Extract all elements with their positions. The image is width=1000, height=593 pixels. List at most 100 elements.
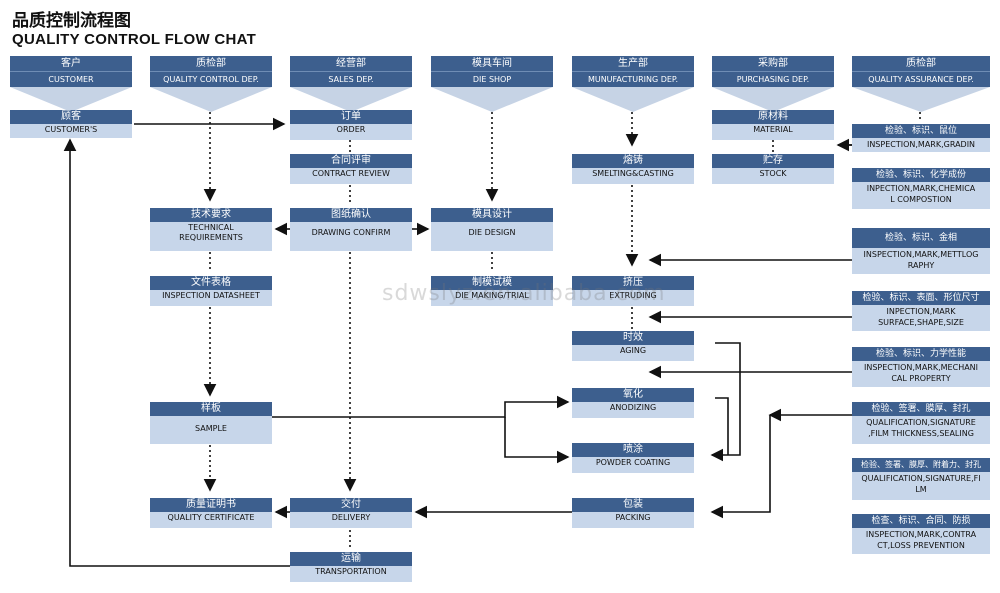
box-sample-en: SAMPLE xyxy=(195,424,227,433)
qa-check-metallography: 检验、标识、金相 INSPECTION,MARK,METTLOG RAPHY xyxy=(852,228,990,274)
header-qa-en: QUALITY ASSURANCE DEP. xyxy=(852,71,990,87)
box-quality-certificate: 质量证明书 QUALITY CERTIFICATE xyxy=(150,498,272,528)
box-inspection-datasheet: 文件表格 INSPECTION DATASHEET xyxy=(150,276,272,306)
qa-check-chemical-en: INPECTION,MARK,CHEMICA L COMPOSTION xyxy=(866,184,976,204)
header-sales-pointer xyxy=(290,87,412,112)
box-sample-cn: 样板 xyxy=(150,402,272,416)
qa-check-chemical-cn: 检验、标识、化学成份 xyxy=(852,168,990,182)
header-die-shop-cn: 模具车间 xyxy=(431,56,553,71)
qa-check-mechanical: 检验、标识、力学性能 INSPECTION,MARK,MECHANI CAL P… xyxy=(852,347,990,387)
qa-check-film-sealing-en: QUALIFICATION,SIGNATURE ,FILM THICKNESS,… xyxy=(866,418,976,438)
header-die-shop-pointer xyxy=(431,87,553,112)
box-extruding: 挤压 EXTRUDING xyxy=(572,276,694,306)
qa-check-grading: 检验、标识、鼠位 INSPECTION,MARK,GRADIN xyxy=(852,124,990,152)
box-material-cn: 原材料 xyxy=(712,110,834,124)
header-sales: 经营部 SALES DEP. xyxy=(290,56,412,112)
header-mfg-cn: 生产部 xyxy=(572,56,694,71)
qa-check-film-adhesion: 检验、签署、膜厚、附着力、封孔 QUALIFICATION,SIGNATURE,… xyxy=(852,458,990,500)
header-mfg-pointer xyxy=(572,87,694,112)
box-contract-en: CONTRACT REVIEW xyxy=(312,169,390,178)
header-qa-pointer xyxy=(852,87,990,112)
box-stock-cn: 贮存 xyxy=(712,154,834,168)
qa-check-metallography-en: INSPECTION,MARK,METTLOG RAPHY xyxy=(863,250,979,270)
header-qa-cn: 质检部 xyxy=(852,56,990,71)
qa-check-film-adhesion-cn: 检验、签署、膜厚、附着力、封孔 xyxy=(852,458,990,472)
header-purchasing-pointer xyxy=(712,87,834,112)
arrow-sample-to-finishing xyxy=(272,395,570,418)
box-die-design-en: DIE DESIGN xyxy=(468,228,516,237)
qa-check-surface-cn: 检验、标识、表面、形位尺寸 xyxy=(852,291,990,305)
box-delivery-en: DELIVERY xyxy=(331,513,371,522)
arrow-aging-to-packing xyxy=(710,342,741,462)
arrow-transport-to-customer xyxy=(63,138,290,567)
qa-check-surface: 检验、标识、表面、形位尺寸 INPECTION,MARK SURFACE,SHA… xyxy=(852,291,990,331)
arrow-qa-to-coating-branch xyxy=(710,415,771,519)
qa-check-chemical: 检验、标识、化学成份 INPECTION,MARK,CHEMICA L COMP… xyxy=(852,168,990,209)
qa-check-grading-en: INSPECTION,MARK,GRADIN xyxy=(866,140,976,149)
box-technical-cn: 技术要求 xyxy=(150,208,272,222)
box-die-design-cn: 模具设计 xyxy=(431,208,553,222)
box-technical-requirements: 技术要求 TECHNICAL REQUIREMENTS xyxy=(150,208,272,251)
header-sales-cn: 经营部 xyxy=(290,56,412,71)
qa-check-grading-cn: 检验、标识、鼠位 xyxy=(852,124,990,138)
header-manufacturing: 生产部 MUNUFACTURING DEP. xyxy=(572,56,694,112)
qa-check-loss-prevention-cn: 检查、标识、合同、防损 xyxy=(852,514,990,528)
box-customers-cn: 顾客 xyxy=(10,110,132,124)
header-customer-cn: 客户 xyxy=(10,56,132,71)
box-stock-en: STOCK xyxy=(759,169,787,178)
box-drawing-en: DRAWING CONFIRM xyxy=(311,228,391,237)
box-delivery: 交付 DELIVERY xyxy=(290,498,412,528)
header-customer-pointer xyxy=(10,87,132,112)
arrow-sample-to-coating xyxy=(504,417,570,464)
box-stock: 贮存 STOCK xyxy=(712,154,834,184)
box-contract-review: 合同评审 CONTRACT REVIEW xyxy=(290,154,412,184)
box-order-cn: 订单 xyxy=(290,110,412,124)
header-quality-control: 质检部 QUALITY CONTROL DEP. xyxy=(150,56,272,112)
header-purchasing-en: PURCHASING DEP. xyxy=(712,71,834,87)
box-certificate-cn: 质量证明书 xyxy=(150,498,272,512)
box-order: 订单 ORDER xyxy=(290,110,412,140)
box-smelting-casting: 熔铸 SMELTING&CASTING xyxy=(572,154,694,184)
box-aging-en: AGING xyxy=(619,346,647,355)
box-die-design: 模具设计 DIE DESIGN xyxy=(431,208,553,251)
qa-check-film-sealing: 检验、签署、膜厚、封孔 QUALIFICATION,SIGNATURE ,FIL… xyxy=(852,402,990,444)
box-powder-coating: 喷涂 POWDER COATING xyxy=(572,443,694,473)
box-extruding-en: EXTRUDING xyxy=(609,291,657,300)
arrow-anodizing-to-packing xyxy=(715,397,729,455)
box-transportation-en: TRANSPORTATION xyxy=(315,567,387,576)
qa-check-metallography-cn: 检验、标识、金相 xyxy=(852,228,990,248)
qa-check-loss-prevention: 检查、标识、合同、防损 INSPECTION,MARK,CONTRA CT,LO… xyxy=(852,514,990,554)
header-die-shop-en: DIE SHOP xyxy=(431,71,553,87)
header-die-shop: 模具车间 DIE SHOP xyxy=(431,56,553,112)
box-contract-cn: 合同评审 xyxy=(290,154,412,168)
header-qc-en: QUALITY CONTROL DEP. xyxy=(150,71,272,87)
box-delivery-cn: 交付 xyxy=(290,498,412,512)
box-smelting-en: SMELTING&CASTING xyxy=(592,169,674,178)
qa-check-surface-en: INPECTION,MARK SURFACE,SHAPE,SIZE xyxy=(878,307,964,327)
header-quality-assurance: 质检部 QUALITY ASSURANCE DEP. xyxy=(852,56,990,112)
qa-check-mechanical-cn: 检验、标识、力学性能 xyxy=(852,347,990,361)
qa-check-film-adhesion-en: QUALIFICATION,SIGNATURE,FI LM xyxy=(861,474,981,494)
box-order-en: ORDER xyxy=(336,125,366,134)
box-aging-cn: 时效 xyxy=(572,331,694,345)
box-anodizing-cn: 氧化 xyxy=(572,388,694,402)
box-datasheet-cn: 文件表格 xyxy=(150,276,272,290)
header-sales-en: SALES DEP. xyxy=(290,71,412,87)
box-technical-en: TECHNICAL REQUIREMENTS xyxy=(179,223,243,242)
box-packing: 包装 PACKING xyxy=(572,498,694,528)
box-customers: 顾客 CUSTOMER'S xyxy=(10,110,132,138)
box-certificate-en: QUALITY CERTIFICATE xyxy=(167,513,255,522)
box-packing-en: PACKING xyxy=(615,513,651,522)
box-transportation: 运输 TRANSPORTATION xyxy=(290,552,412,582)
box-die-making: 制模试模 DIE MAKING/TRIAL xyxy=(431,276,553,306)
header-customer: 客户 CUSTOMER xyxy=(10,56,132,112)
box-packing-cn: 包装 xyxy=(572,498,694,512)
box-customers-en: CUSTOMER'S xyxy=(44,125,98,134)
box-material: 原材料 MATERIAL xyxy=(712,110,834,140)
box-die-making-cn: 制模试模 xyxy=(431,276,553,290)
box-extruding-cn: 挤压 xyxy=(572,276,694,290)
chart-title-chinese: 品质控制流程图 xyxy=(12,11,131,31)
qa-check-film-sealing-cn: 检验、签署、膜厚、封孔 xyxy=(852,402,990,416)
box-drawing-confirm: 图纸确认 DRAWING CONFIRM xyxy=(290,208,412,251)
